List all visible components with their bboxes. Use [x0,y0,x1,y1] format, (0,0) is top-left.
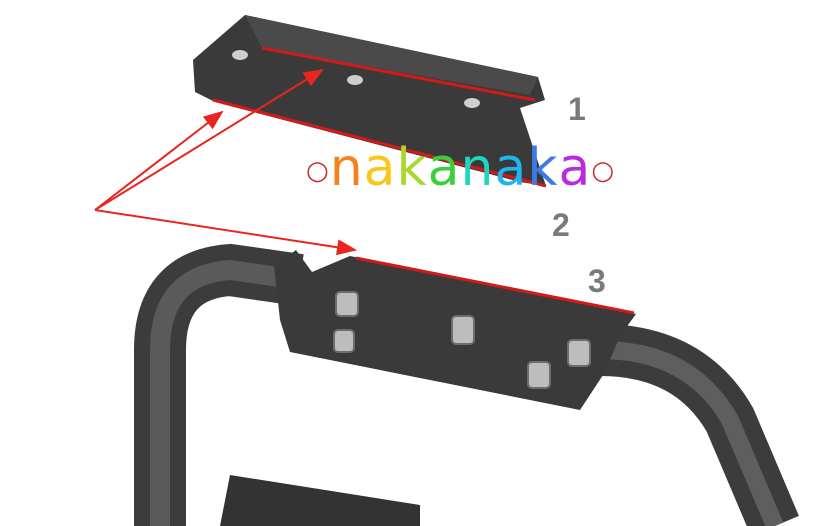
watermark-char: k [527,138,559,198]
arrows [94,68,357,256]
watermark: ○nakanaka○ [306,140,615,199]
watermark-char: a [558,138,592,198]
watermark-char: k [396,138,428,198]
part-1-bracket [193,15,547,188]
watermark-char: a [427,138,461,198]
watermark-char: a [494,138,528,198]
label-part-2: 2 [552,207,570,243]
watermark-char: n [329,138,364,198]
watermark-char: n [460,138,495,198]
label-part-3: 3 [588,263,606,299]
part-3-bracket [274,250,636,410]
watermark-char: a [363,138,397,198]
tube-frame [134,243,799,526]
watermark-char: ○ [306,156,330,186]
watermark-char: ○ [591,156,616,186]
label-part-1: 1 [568,91,586,127]
